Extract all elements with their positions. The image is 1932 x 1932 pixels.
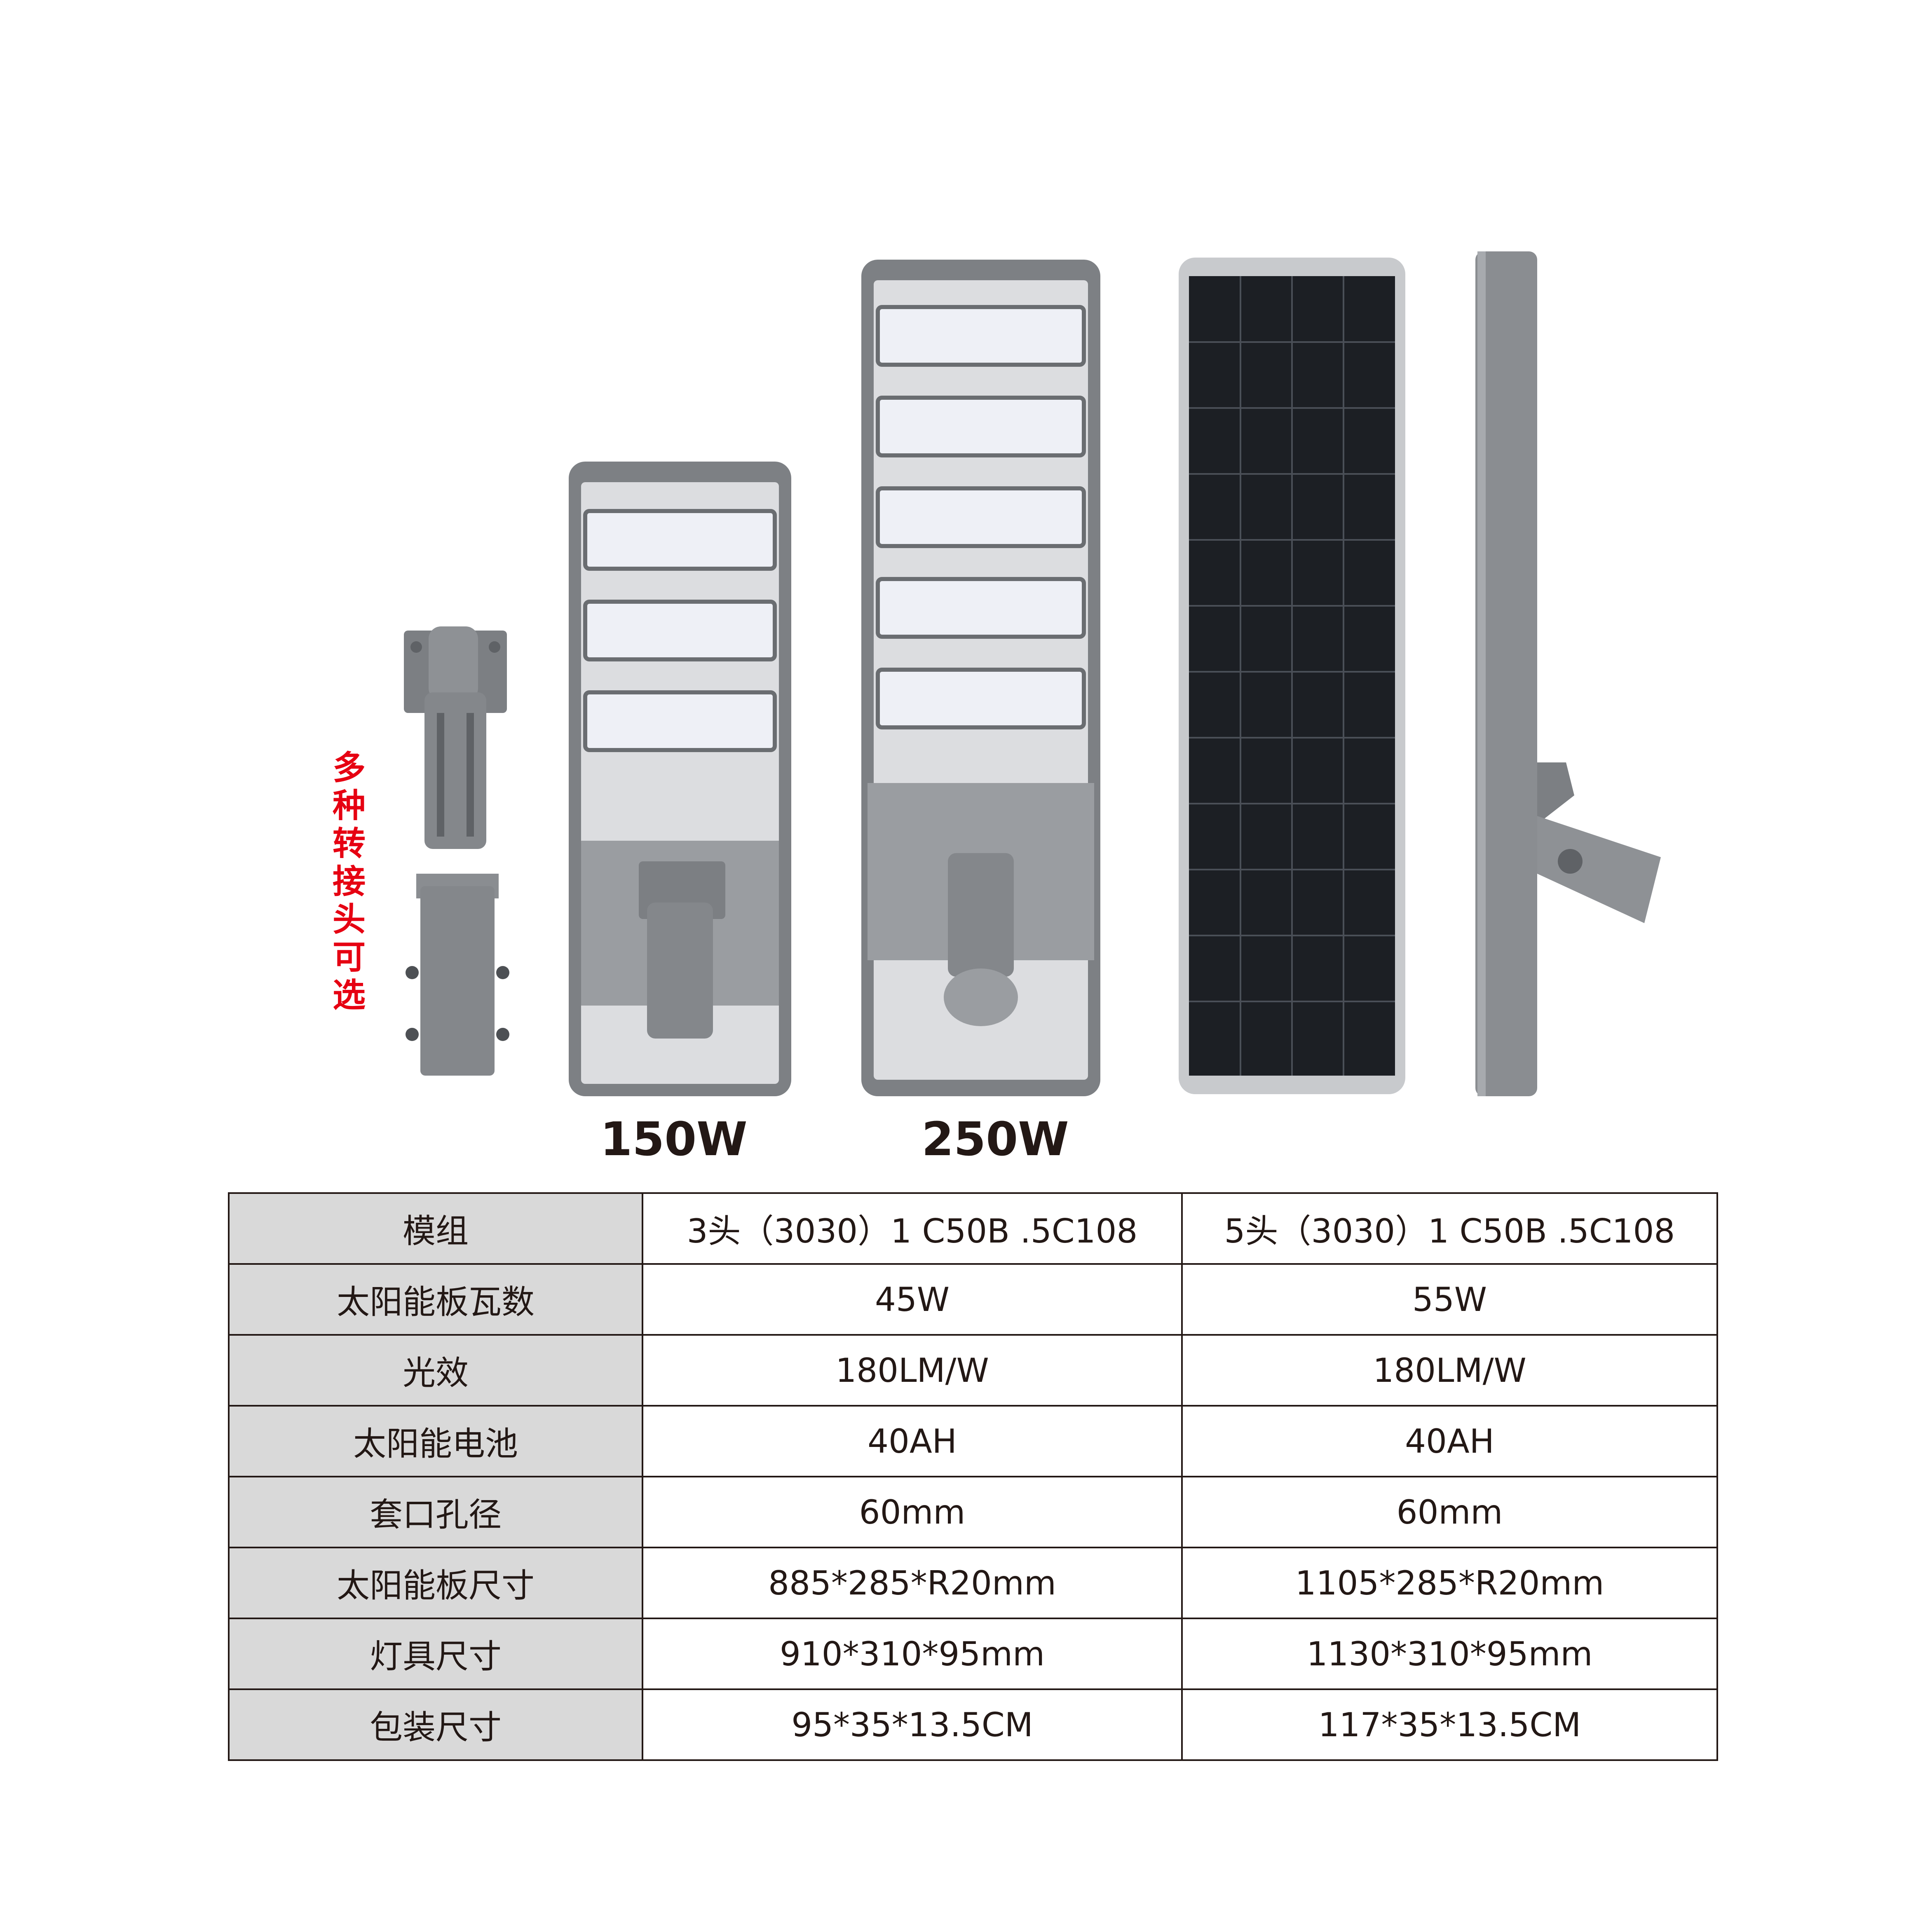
lamp-150w-image [569,462,791,1096]
lamp-250w-image [861,260,1100,1096]
row-label: 太阳能板尺寸 [228,1547,643,1619]
cell-150w: 45W [642,1263,1183,1336]
table-row: 包装尺寸 95*35*13.5CM 117*35*13.5CM [228,1688,1718,1761]
product-caption-150w: 150W [600,1113,748,1166]
row-label: 包装尺寸 [228,1688,643,1761]
adapter-options-note: 多种转接头可选 [327,750,366,1015]
table-row: 模组 3头（3030）1 C50B .5C108 5头（3030）1 C50B … [228,1192,1718,1265]
cell-250w: 55W [1181,1263,1718,1336]
adapter-bottom-image [406,874,509,1076]
table-row: 太阳能电池 40AH 40AH [228,1405,1718,1477]
cell-250w: 5头（3030）1 C50B .5C108 [1181,1192,1718,1265]
cell-250w: 117*35*13.5CM [1181,1688,1718,1761]
cell-150w: 60mm [642,1476,1183,1548]
cell-250w: 1105*285*R20mm [1181,1547,1718,1619]
adapter-top-image [404,626,507,849]
pole-adapter-images [404,626,509,1076]
table-row: 光效 180LM/W 180LM/W [228,1334,1718,1407]
cell-250w: 60mm [1181,1476,1718,1548]
table-row: 太阳能板尺寸 885*285*R20mm 1105*285*R20mm [228,1547,1718,1619]
solar-panel-image [1179,258,1405,1094]
cell-150w: 95*35*13.5CM [642,1688,1183,1761]
row-label: 光效 [228,1334,643,1407]
row-label: 套口孔径 [228,1476,643,1548]
row-label: 灯具尺寸 [228,1618,643,1690]
cell-150w: 180LM/W [642,1334,1183,1407]
row-label: 太阳能电池 [228,1405,643,1477]
cell-250w: 1130*310*95mm [1181,1618,1718,1690]
lamp-side-view-image [1475,251,1661,1096]
cell-150w: 40AH [642,1405,1183,1477]
cell-150w: 3头（3030）1 C50B .5C108 [642,1192,1183,1265]
row-label: 模组 [228,1192,643,1265]
product-caption-250w: 250W [921,1113,1069,1166]
cell-250w: 40AH [1181,1405,1718,1477]
cell-250w: 180LM/W [1181,1334,1718,1407]
row-label: 太阳能板瓦数 [228,1263,643,1336]
table-row: 太阳能板瓦数 45W 55W [228,1263,1718,1336]
table-row: 灯具尺寸 910*310*95mm 1130*310*95mm [228,1618,1718,1690]
cell-150w: 910*310*95mm [642,1618,1183,1690]
cell-150w: 885*285*R20mm [642,1547,1183,1619]
table-row: 套口孔径 60mm 60mm [228,1476,1718,1548]
spec-table: 模组 3头（3030）1 C50B .5C108 5头（3030）1 C50B … [228,1192,1718,1761]
